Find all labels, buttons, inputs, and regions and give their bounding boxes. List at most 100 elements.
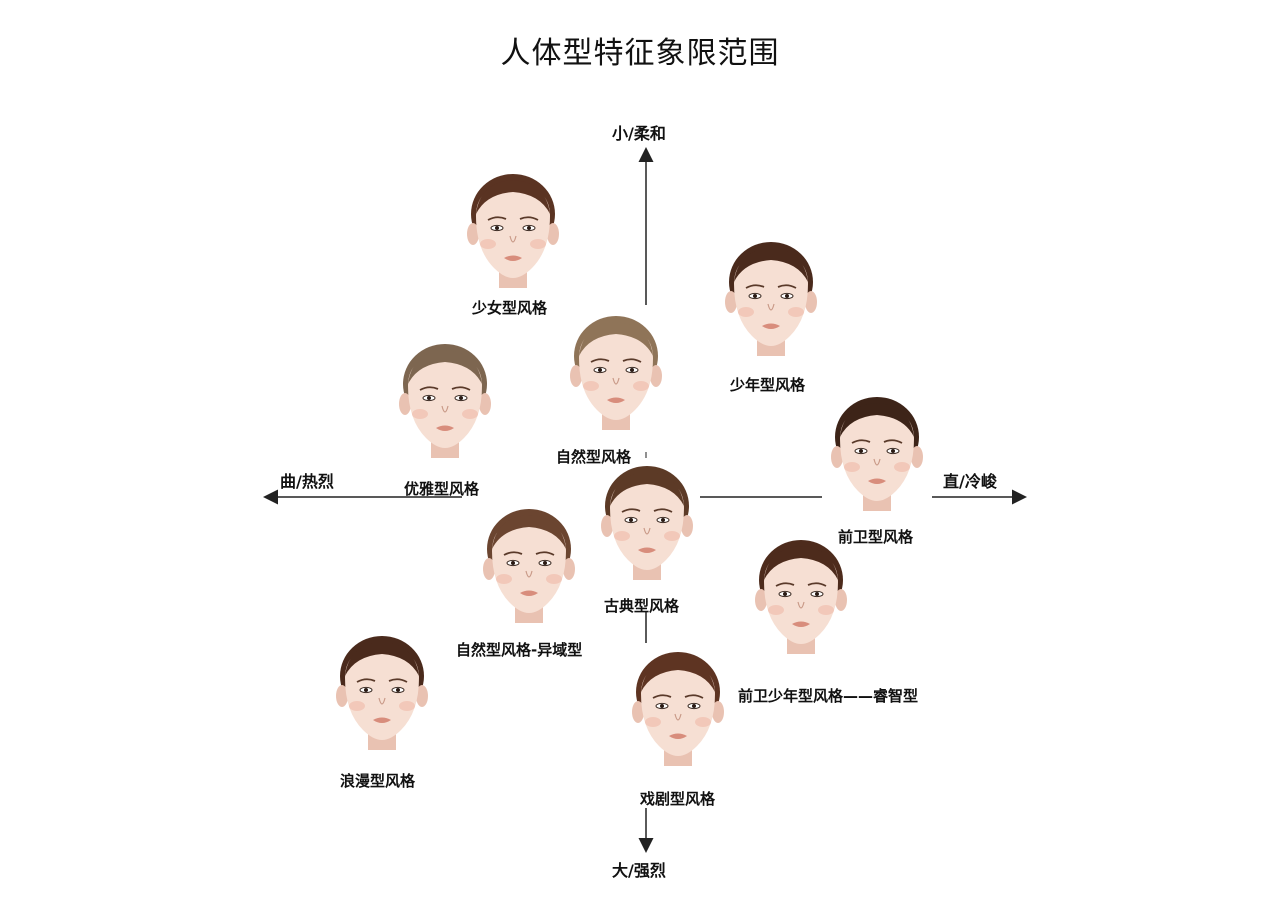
face-shape [476,184,550,278]
left-cheek [496,574,512,584]
left-cheek [645,717,661,727]
lips [607,397,625,403]
right-pupil [630,368,634,372]
right-cheek [695,717,711,727]
label-shaonian: 少年型风格 [730,376,806,394]
label-youya: 优雅型风格 [404,480,480,498]
left-brow [487,216,507,221]
left-cheek [412,409,428,419]
lips [373,717,391,723]
nose [873,458,881,466]
right-cheek [546,574,562,584]
nose [441,405,449,413]
label-ziran: 自然型风格 [556,448,632,466]
axis-label-right: 直/冷峻 [943,472,997,491]
label-langman: 浪漫型风格 [340,772,416,790]
face-xiju [631,648,725,766]
lips [762,323,780,329]
left-brow [419,386,439,391]
face-shape [492,519,566,613]
face-gudian [600,462,694,580]
left-brow [590,358,610,363]
face-shaonian [724,238,818,356]
right-brow [451,386,471,391]
right-cheek [530,239,546,249]
axis-label-left: 曲/热烈 [280,472,334,491]
nose [643,527,651,535]
lips [868,478,886,484]
face-ziran-yiyu [482,505,576,623]
right-brow [622,358,642,363]
axis-label-top: 小/柔和 [612,124,666,143]
left-ear [632,701,644,723]
left-brow [356,678,376,683]
face-langman [335,632,429,750]
right-brow [519,216,539,221]
right-cheek [894,462,910,472]
left-ear [467,223,479,245]
left-pupil [660,704,664,708]
left-ear [483,558,495,580]
right-ear [479,393,491,415]
left-brow [745,284,765,289]
right-ear [681,515,693,537]
left-brow [775,582,795,587]
left-pupil [783,592,787,596]
face-ziran [569,312,663,430]
face-shape [840,407,914,501]
right-cheek [818,605,834,615]
lips [520,590,538,596]
left-cheek [614,531,630,541]
right-brow [807,582,827,587]
right-ear [650,365,662,387]
left-pupil [753,294,757,298]
left-pupil [629,518,633,522]
face-shape [345,646,419,740]
right-brow [535,551,555,556]
right-brow [883,439,903,444]
left-cheek [738,307,754,317]
lips [638,547,656,553]
right-pupil [815,592,819,596]
right-pupil [396,688,400,692]
right-ear [563,558,575,580]
hair-front [764,546,838,580]
label-xiju: 戏剧型风格 [640,790,716,808]
left-cheek [349,701,365,711]
right-ear [547,223,559,245]
left-cheek [844,462,860,472]
hair-front [492,515,566,549]
page-title: 人体型特征象限范围 [500,36,780,71]
label-ziran-yiyu: 自然型风格-异域型 [456,641,583,659]
face-qianwei-ruizhi [754,536,848,654]
left-brow [503,551,523,556]
left-ear [601,515,613,537]
face-shape [734,252,808,346]
nose [797,601,805,609]
left-pupil [495,226,499,230]
nose [378,697,386,705]
face-shape [610,476,684,570]
hair-front [610,472,684,506]
lips [504,255,522,261]
right-pupil [692,704,696,708]
right-cheek [788,307,804,317]
right-pupil [661,518,665,522]
axis-label-bottom: 大/强烈 [612,861,666,880]
face-shape [408,354,482,448]
left-ear [831,446,843,468]
right-ear [911,446,923,468]
face-qianwei [830,393,924,511]
left-ear [336,685,348,707]
left-cheek [768,605,784,615]
hair-front [579,322,653,356]
right-ear [835,589,847,611]
nose [525,570,533,578]
right-brow [388,678,408,683]
left-cheek [480,239,496,249]
face-shape [579,326,653,420]
left-ear [570,365,582,387]
hair-front [641,658,715,692]
right-pupil [543,561,547,565]
